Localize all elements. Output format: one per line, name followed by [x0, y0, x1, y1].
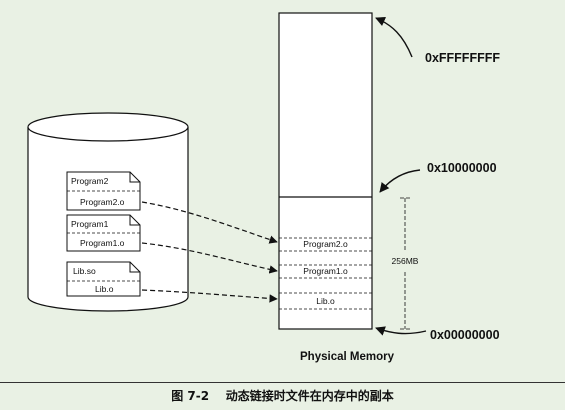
memory-title: Physical Memory	[300, 351, 395, 363]
arrow-lib	[141, 289, 278, 303]
address-bottom: 0x00000000	[430, 328, 500, 342]
arrow-program2	[141, 201, 278, 244]
file-program2: Program2 Program2.o	[66, 171, 141, 211]
file-program1: Program1 Program1.o	[66, 214, 141, 252]
size-dimension	[400, 197, 410, 330]
file-name-libso: Lib.so	[73, 266, 96, 276]
address-arrows	[375, 17, 427, 336]
address-top: 0xFFFFFFFF	[425, 51, 500, 65]
object-program2: Program2.o	[80, 197, 125, 207]
file-name-program2: Program2	[71, 176, 109, 186]
object-libo: Lib.o	[95, 284, 114, 294]
object-program1: Program1.o	[80, 238, 125, 248]
address-mid: 0x10000000	[427, 161, 497, 175]
physical-memory-column: Program2.o Program1.o Lib.o	[278, 12, 373, 330]
memory-size-label: 256MB	[392, 256, 419, 266]
mapping-arrows	[141, 201, 278, 303]
arrow-bottom-address	[375, 326, 427, 336]
figure-caption: 图 7-2 动态链接时文件在内存中的副本	[171, 389, 394, 403]
memory-segment-program2: Program2.o	[303, 239, 348, 249]
arrow-top-address	[375, 17, 413, 58]
file-name-program1: Program1	[71, 219, 109, 229]
arrow-program1	[141, 242, 278, 274]
file-libso: Lib.so Lib.o	[66, 261, 141, 297]
memory-segment-program1: Program1.o	[303, 266, 348, 276]
memory-segment-lib: Lib.o	[316, 296, 335, 306]
caption-divider	[0, 382, 565, 383]
arrow-mid-address	[379, 169, 421, 193]
